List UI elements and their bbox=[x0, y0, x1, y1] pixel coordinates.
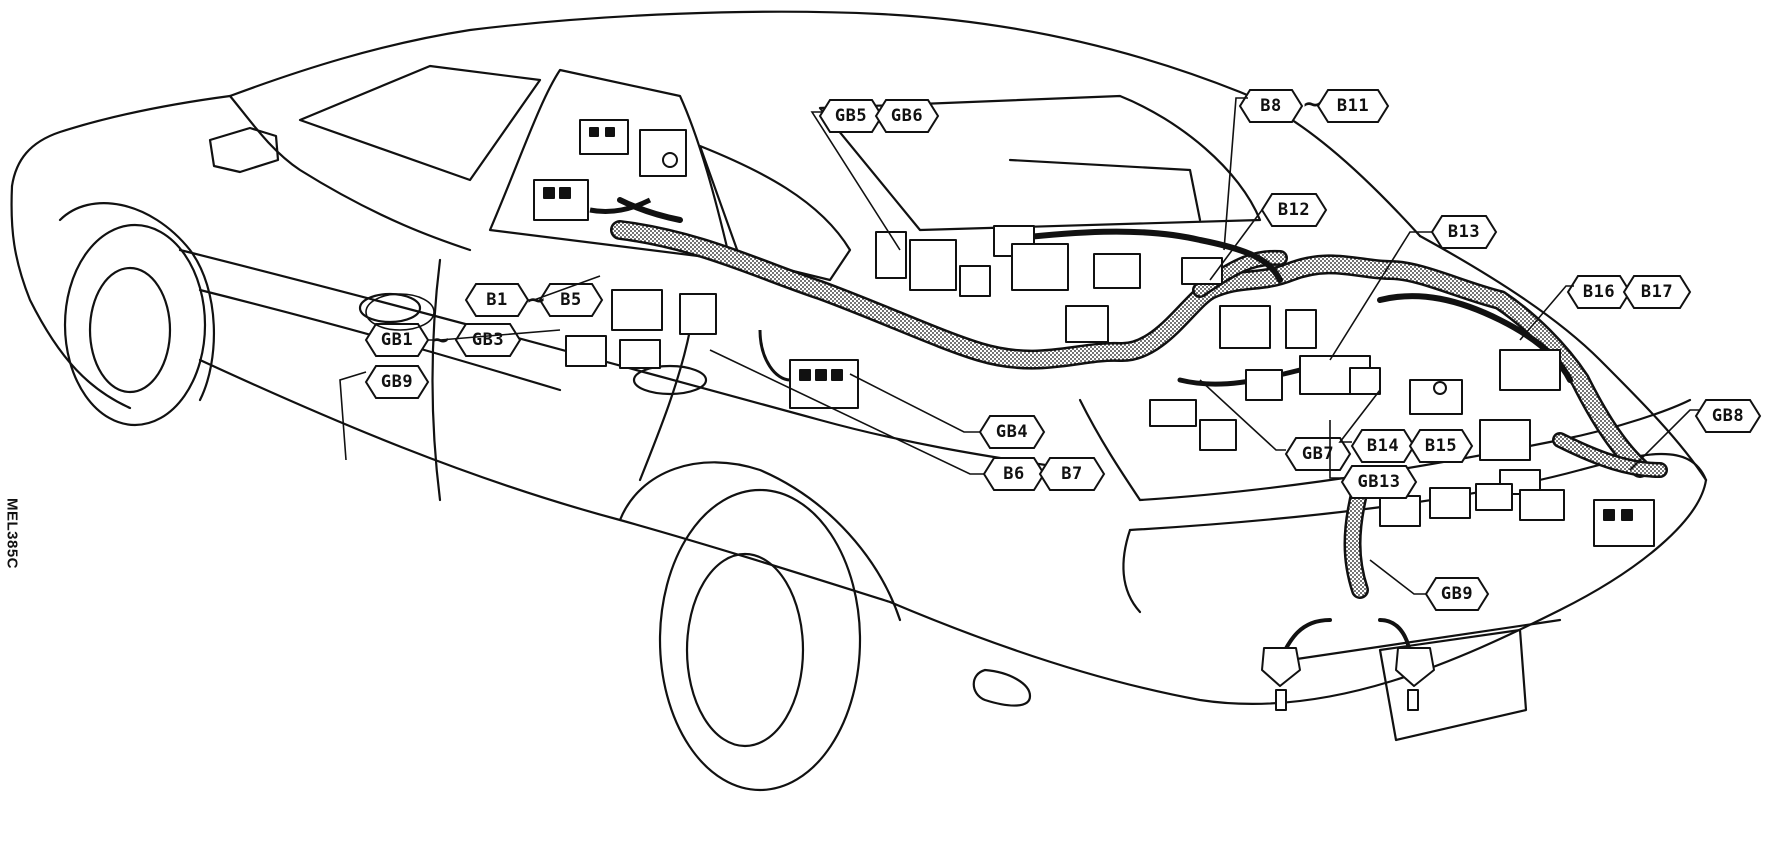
rear-quarter bbox=[1418, 234, 1708, 482]
a-pillar bbox=[228, 94, 472, 252]
side-marker-front bbox=[358, 292, 422, 324]
connector-upper-2 bbox=[533, 179, 652, 221]
label-gb1: GB1 bbox=[380, 330, 414, 350]
front-tire bbox=[63, 223, 207, 427]
black-wire-4 bbox=[617, 197, 683, 223]
range-tilde-b1-b5: ~ bbox=[526, 286, 547, 314]
label-gb4: GB4 bbox=[995, 422, 1029, 442]
rear-window-inner bbox=[1008, 158, 1202, 222]
label-gb8: GB8 bbox=[1711, 406, 1745, 426]
label-gb5: GB5 bbox=[834, 106, 868, 126]
badge-gb7 bbox=[1284, 437, 1352, 471]
label-b8: B8 bbox=[1260, 96, 1282, 116]
black-wire-3 bbox=[1177, 367, 1303, 387]
range-tilde-b8-b11: ~ bbox=[1302, 90, 1323, 118]
label-b13: B13 bbox=[1447, 222, 1481, 242]
label-b12: B12 bbox=[1277, 200, 1311, 220]
rear-rim bbox=[685, 552, 805, 748]
badge-gb9-right bbox=[1424, 577, 1490, 611]
badge-gb3 bbox=[454, 323, 522, 357]
rear-reflector bbox=[972, 668, 1032, 707]
connectors bbox=[533, 119, 1655, 711]
connector-center-2 bbox=[1065, 253, 1223, 343]
black-wire-1 bbox=[997, 228, 1283, 283]
connector-gb13 bbox=[1379, 483, 1513, 527]
badge-gb13 bbox=[1340, 465, 1418, 499]
connector-upper-1 bbox=[579, 119, 687, 177]
label-gb6: GB6 bbox=[890, 106, 924, 126]
rear-door-line bbox=[638, 328, 692, 482]
connector-gb5 bbox=[875, 231, 991, 297]
label-b6: B6 bbox=[1003, 464, 1025, 484]
label-b17: B17 bbox=[1640, 282, 1674, 302]
badge-b11 bbox=[1316, 89, 1390, 123]
badge-gb4 bbox=[978, 415, 1046, 449]
label-b16: B16 bbox=[1582, 282, 1616, 302]
car-body bbox=[10, 10, 1708, 792]
front-door-line bbox=[431, 258, 442, 502]
side-sill bbox=[198, 358, 892, 604]
connector-gb9-bottom bbox=[1261, 647, 1435, 711]
label-b7: B7 bbox=[1061, 464, 1083, 484]
badge-b15 bbox=[1408, 429, 1474, 463]
connector-b14-b15 bbox=[1349, 367, 1463, 415]
label-b1: B1 bbox=[486, 290, 508, 310]
hood-outline bbox=[10, 94, 232, 188]
front-rim bbox=[88, 266, 172, 394]
rear-bumper-inner bbox=[1122, 528, 1142, 614]
connector-gb4 bbox=[758, 329, 859, 409]
front-wheel-arch bbox=[58, 202, 216, 402]
badge-gb6 bbox=[874, 99, 940, 133]
badge-b12 bbox=[1260, 193, 1328, 227]
label-gb9-left: GB9 bbox=[380, 372, 414, 392]
rear-tire bbox=[658, 488, 862, 792]
badge-b8 bbox=[1238, 89, 1304, 123]
side-mirror bbox=[208, 126, 280, 174]
connector-b16-b17 bbox=[1479, 349, 1561, 495]
label-gb9-right: GB9 bbox=[1440, 584, 1474, 604]
connector-gb8 bbox=[1519, 489, 1655, 547]
label-gb13: GB13 bbox=[1357, 472, 1401, 492]
connector-b1-b5 bbox=[565, 289, 717, 369]
badge-b7 bbox=[1038, 457, 1106, 491]
rear-window bbox=[818, 94, 1262, 232]
callout-badges bbox=[364, 89, 1762, 611]
connector-gb7 bbox=[1149, 369, 1283, 451]
front-door-window bbox=[488, 68, 732, 262]
rear-wheel-arch bbox=[618, 461, 902, 622]
windshield bbox=[298, 64, 542, 182]
badge-gb9-left bbox=[364, 365, 430, 399]
front-fascia bbox=[10, 184, 132, 410]
badge-gb8 bbox=[1694, 399, 1762, 433]
figure-id: MEL385C bbox=[3, 497, 21, 570]
label-b15: B15 bbox=[1424, 436, 1458, 456]
label-gb7: GB7 bbox=[1301, 444, 1335, 464]
bumper-trim bbox=[1288, 618, 1562, 662]
label-b14: B14 bbox=[1366, 436, 1400, 456]
rear-bumper-lower bbox=[888, 478, 1708, 706]
fuel-door bbox=[632, 364, 708, 396]
badge-b17 bbox=[1622, 275, 1692, 309]
label-b5: B5 bbox=[560, 290, 582, 310]
label-gb3: GB3 bbox=[471, 330, 505, 350]
license-plate bbox=[1378, 628, 1528, 742]
range-tilde-gb1-gb3: ~ bbox=[430, 326, 451, 354]
connector-center-1 bbox=[993, 225, 1069, 291]
trunk-edge-left bbox=[1078, 398, 1142, 502]
leader-lines bbox=[339, 97, 1700, 595]
label-b11: B11 bbox=[1336, 96, 1370, 116]
beltline bbox=[178, 248, 1082, 472]
badge-b13 bbox=[1430, 215, 1498, 249]
rear-door-window bbox=[698, 144, 852, 282]
